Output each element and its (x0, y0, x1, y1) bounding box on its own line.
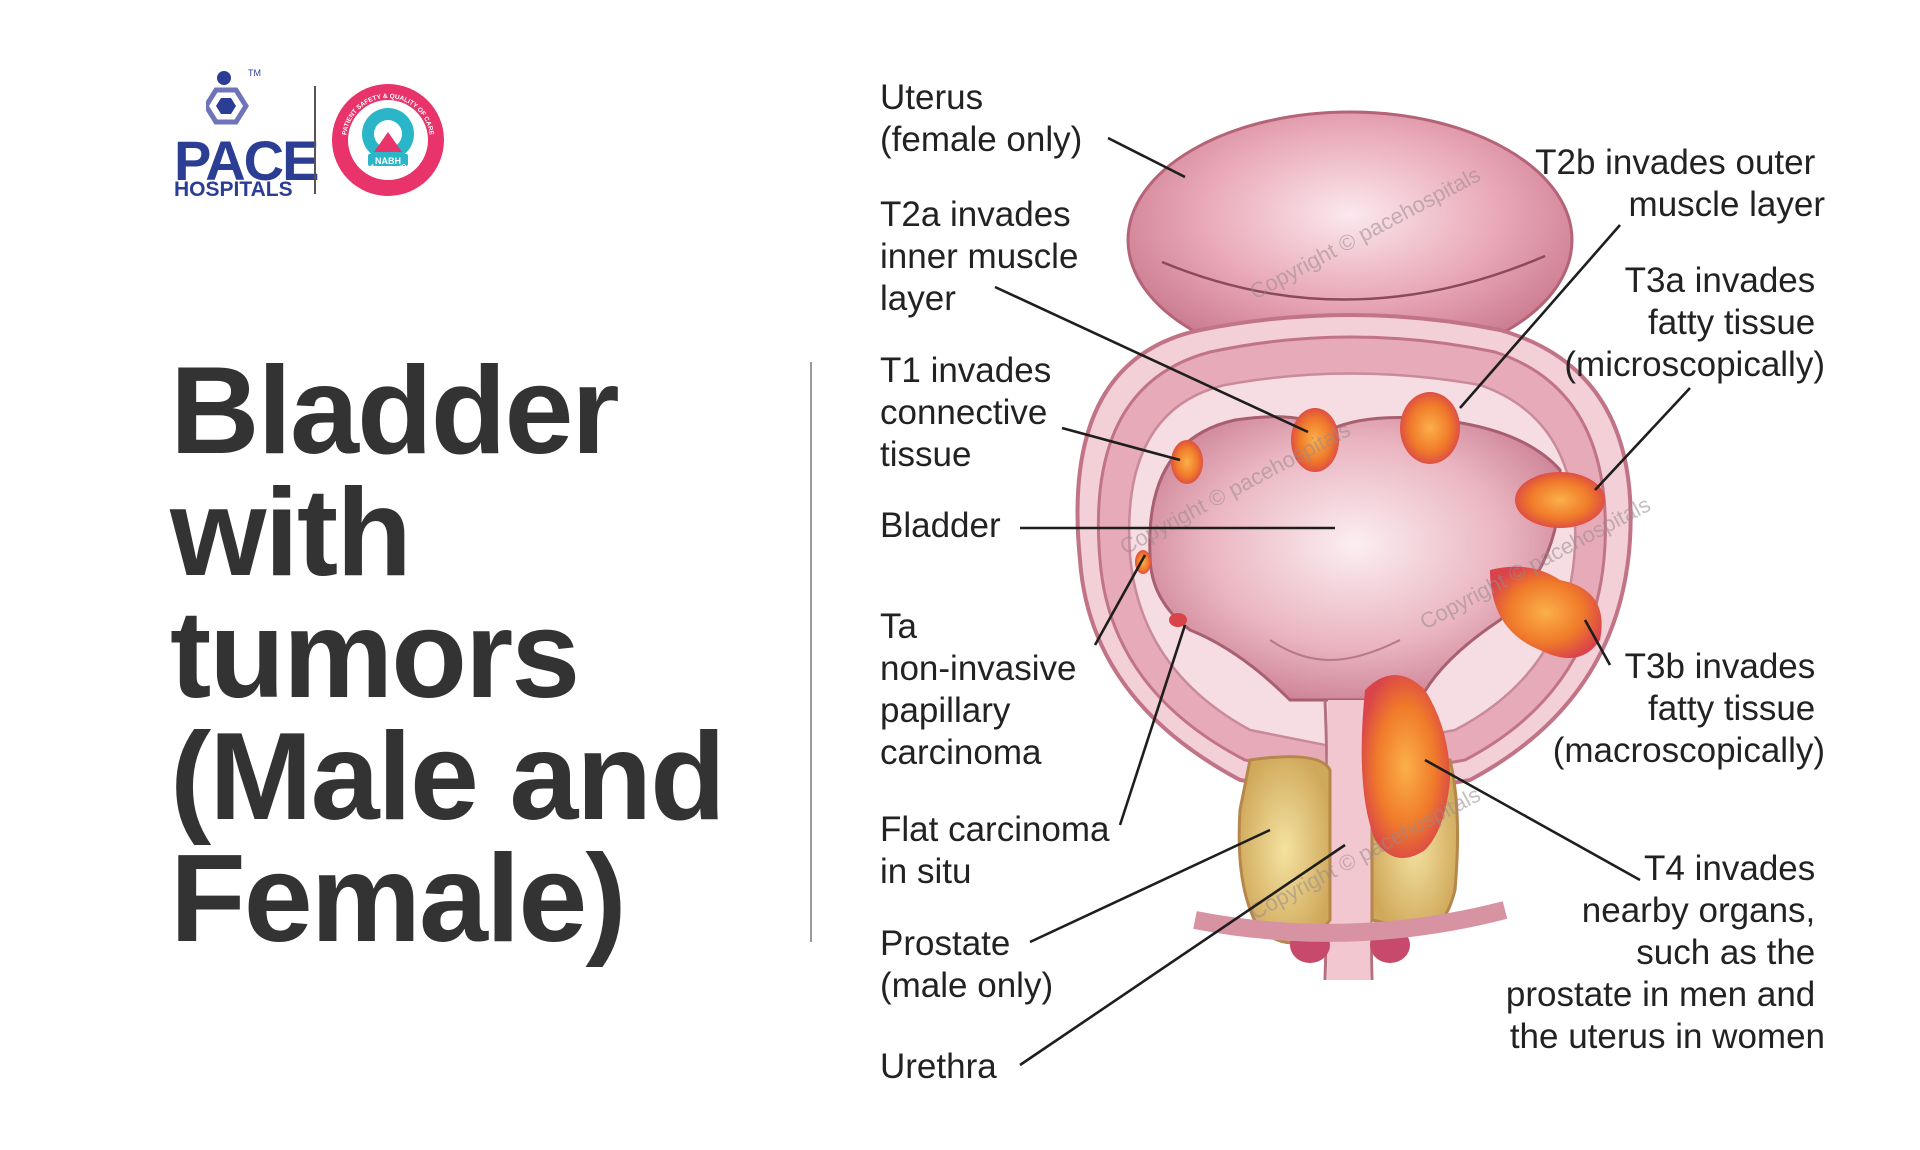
uterus (1126, 110, 1574, 370)
title-line-4: (Male and (170, 708, 726, 846)
svg-text:ACCREDITED: ACCREDITED (368, 163, 408, 174)
vertical-divider (810, 362, 812, 942)
leader-t1 (1061, 426, 1181, 462)
leader-flat (1118, 624, 1187, 826)
leader-t3b (1583, 619, 1612, 666)
tumor-t1 (1171, 440, 1203, 484)
tumor-t2b (1400, 392, 1460, 464)
leader-t2a (994, 285, 1309, 434)
label-t3b: T3b invades fatty tissue (macroscopicall… (1553, 647, 1825, 770)
leader-prostate (1029, 828, 1271, 944)
tumor-t4 (1361, 675, 1450, 858)
label-t2b: T2b invades outer muscle layer (1535, 143, 1825, 224)
leader-t4 (1424, 758, 1641, 882)
label-urethra: Urethra (880, 1047, 997, 1086)
title-line-1: Bladder (170, 342, 620, 480)
page-title: Bladder with tumors (Male and Female) (170, 342, 810, 968)
label-prostate: Prostate (male only) (880, 924, 1053, 1005)
label-t4: T4 invades nearby organs, such as the pr… (1506, 849, 1825, 1056)
leader-uterus (1107, 136, 1186, 179)
label-bladder: Bladder (880, 506, 1001, 545)
label-t2a: T2a invades inner muscle layer (880, 195, 1088, 318)
tumor-t3a (1515, 472, 1605, 528)
pelvic-floor (1193, 901, 1508, 942)
title-line-2: with (170, 464, 412, 602)
nabh-accredited-text: ACCREDITED (368, 163, 408, 174)
label-ta: Ta non-invasive papillary carcinoma (880, 607, 1086, 772)
leader-t3a (1594, 387, 1691, 491)
label-t3a: T3a invades fatty tissue (microscopicall… (1564, 261, 1825, 384)
bladder (1075, 313, 1633, 803)
leader-t2b (1459, 224, 1621, 409)
pace-logo-mark-icon (206, 71, 249, 125)
label-t1: T1 invades connective tissue (880, 351, 1061, 474)
pace-hospitals-logo: TM PACE HOSPITALS NABH PATIENT SAFETY & … (170, 68, 450, 201)
leader-urethra (1019, 843, 1346, 1067)
urethra-lumen (1327, 700, 1372, 980)
carcinoma-in-situ (1169, 613, 1187, 627)
label-flat-carcinoma: Flat carcinoma in situ (880, 810, 1119, 891)
leader-ta (1093, 554, 1147, 646)
brand-name: PACE (174, 129, 319, 192)
tumor-t2a (1291, 408, 1339, 472)
brand-subname: HOSPITALS (174, 178, 293, 201)
tumor-t3b (1490, 566, 1602, 658)
title-line-3: tumors (170, 586, 580, 724)
label-uterus: Uterus (female only) (880, 78, 1082, 159)
title-line-5: Female) (170, 830, 627, 968)
trademark-mark: TM (248, 68, 261, 78)
nabh-accreditation-badge-icon: NABH PATIENT SAFETY & QUALITY OF CARE AC… (332, 84, 444, 196)
logo-divider (314, 86, 316, 194)
nabh-badge-text: NABH (375, 156, 401, 166)
